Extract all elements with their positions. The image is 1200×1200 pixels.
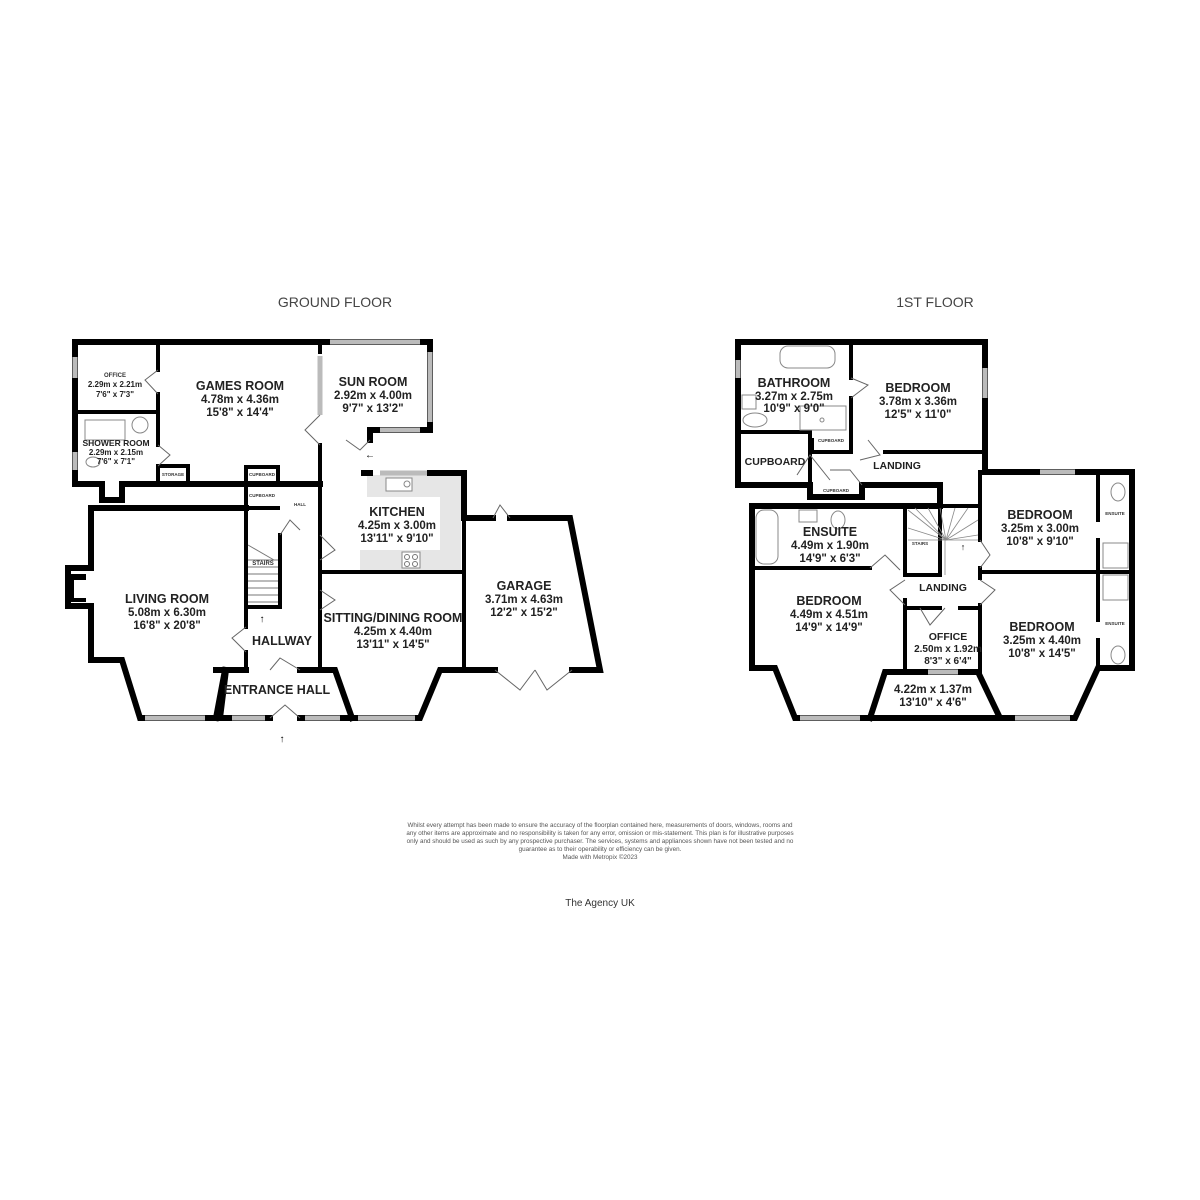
room-name: BEDROOM xyxy=(885,381,950,395)
room-name: ENSUITE xyxy=(803,525,857,539)
room-imperial: 14'9" x 14'9" xyxy=(795,622,863,634)
room-imperial: 8'3" x 6'4" xyxy=(924,656,972,667)
room-name: OFFICE xyxy=(929,631,968,643)
room-metric: 2.50m x 1.92m xyxy=(914,644,982,655)
svg-text:←: ← xyxy=(365,450,375,461)
room-name: BEDROOM xyxy=(1009,620,1074,634)
room-name: SUN ROOM xyxy=(339,375,408,389)
room-metric: 4.49m x 1.90m xyxy=(791,540,869,552)
room-name: KITCHEN xyxy=(369,505,425,519)
ff-cupboard-small-1: CUPBOARD xyxy=(818,438,845,443)
room-bedroom-4: BEDROOM 3.25m x 4.40m 10'8" x 14'5" xyxy=(1003,620,1081,660)
room-metric: 2.29m x 2.21m xyxy=(88,380,142,389)
room-shower-room: SHOWER ROOM 2.29m x 2.15m 7'6" x 7'1" xyxy=(82,438,149,466)
room-bedroom-1: BEDROOM 3.78m x 3.36m 12'5" x 11'0" xyxy=(879,381,957,421)
room-name: GARAGE xyxy=(497,579,552,593)
room-metric: 4.25m x 3.00m xyxy=(358,520,436,532)
room-entrance-hall: ENTRANCE HALL xyxy=(224,683,331,697)
room-metric: 4.22m x 1.37m xyxy=(894,684,972,696)
room-metric: 2.92m x 4.00m xyxy=(334,390,412,402)
first-floor-title: 1ST FLOOR xyxy=(896,294,974,310)
disclaimer: Whilst every attempt has been made to en… xyxy=(405,822,795,862)
room-office-ground: OFFICE 2.29m x 2.21m 7'6" x 7'3" xyxy=(88,373,142,399)
room-imperial: 10'8" x 14'5" xyxy=(1008,648,1076,660)
room-metric: 3.71m x 4.63m xyxy=(485,594,563,606)
room-imperial: 10'9" x 9'0" xyxy=(763,403,824,415)
room-bedroom-2: BEDROOM 4.49m x 4.51m 14'9" x 14'9" xyxy=(790,594,868,634)
room-imperial: 15'8" x 14'4" xyxy=(206,407,274,419)
room-bathroom: BATHROOM 3.27m x 2.75m 10'9" x 9'0" xyxy=(755,376,833,415)
made-with: Made with Metropix ©2023 xyxy=(562,854,638,861)
room-landing-upper: LANDING xyxy=(873,460,921,472)
room-name: OFFICE xyxy=(104,373,126,379)
cupboard-label-2: CUPBOARD xyxy=(249,493,276,498)
ensuite-small-label-1: ENSUITE xyxy=(1105,511,1125,516)
room-imperial: 14'9" x 6'3" xyxy=(799,553,860,565)
room-sun-room: SUN ROOM 2.92m x 4.00m 9'7" x 13'2" xyxy=(334,375,412,415)
room-name: SHOWER ROOM xyxy=(82,438,149,448)
hall-label: HALL xyxy=(294,502,306,507)
room-imperial: 12'5" x 11'0" xyxy=(885,409,952,421)
room-imperial: 13'11" x 9'10" xyxy=(360,533,433,545)
svg-text:↑: ↑ xyxy=(280,734,285,745)
room-living-room: LIVING ROOM 5.08m x 6.30m 16'8" x 20'8" xyxy=(125,592,209,632)
room-cupboard-large: CUPBOARD xyxy=(745,456,806,468)
ground-floor-title: GROUND FLOOR xyxy=(278,294,392,310)
room-metric: 3.25m x 3.00m xyxy=(1001,523,1079,535)
ff-cupboard-small-2: CUPBOARD xyxy=(823,488,850,493)
room-imperial: 7'6" x 7'3" xyxy=(96,390,134,399)
agency-credit: The Agency UK xyxy=(565,898,635,909)
room-metric: 4.49m x 4.51m xyxy=(790,609,868,621)
room-imperial: 16'8" x 20'8" xyxy=(133,620,201,632)
room-garage: GARAGE 3.71m x 4.63m 12'2" x 15'2" xyxy=(485,579,563,619)
room-metric: 4.78m x 4.36m xyxy=(201,394,279,406)
room-ensuite-main: ENSUITE 4.49m x 1.90m 14'9" x 6'3" xyxy=(791,525,869,565)
stairs-label: STAIRS xyxy=(252,561,274,567)
room-office-first: OFFICE 2.50m x 1.92m 8'3" x 6'4" xyxy=(914,631,982,667)
room-imperial: 10'8" x 9'10" xyxy=(1006,536,1074,548)
room-imperial: 13'10" x 4'6" xyxy=(899,697,967,709)
room-bay: 4.22m x 1.37m 13'10" x 4'6" xyxy=(894,684,972,709)
room-metric: 3.78m x 3.36m xyxy=(879,396,957,408)
storage-label: STORAGE xyxy=(162,472,184,477)
room-imperial: 9'7" x 13'2" xyxy=(342,403,403,415)
first-floor-plan: 1ST FLOOR CUPBOARD CUPBOARD xyxy=(735,294,1135,722)
room-imperial: 13'11" x 14'5" xyxy=(356,639,429,651)
room-name: BEDROOM xyxy=(1007,508,1072,522)
room-kitchen: KITCHEN 4.25m x 3.00m 13'11" x 9'10" xyxy=(358,505,436,545)
room-metric: 5.08m x 6.30m xyxy=(128,607,206,619)
room-name: BEDROOM xyxy=(796,594,861,608)
svg-text:↑: ↑ xyxy=(961,542,966,552)
room-games-room: GAMES ROOM 4.78m x 4.36m 15'8" x 14'4" xyxy=(196,379,284,419)
room-metric: 4.25m x 4.40m xyxy=(354,626,432,638)
room-name: GAMES ROOM xyxy=(196,379,284,393)
room-bedroom-3: BEDROOM 3.25m x 3.00m 10'8" x 9'10" xyxy=(1001,508,1079,548)
disclaimer-text: Whilst every attempt has been made to en… xyxy=(406,822,794,853)
room-name: SITTING/DINING ROOM xyxy=(324,611,463,625)
room-name: BATHROOM xyxy=(758,376,831,390)
room-imperial: 12'2" x 15'2" xyxy=(490,607,558,619)
room-metric: 3.25m x 4.40m xyxy=(1003,635,1081,647)
room-metric: 3.27m x 2.75m xyxy=(755,391,833,403)
room-metric: 2.29m x 2.15m xyxy=(89,448,143,457)
room-hallway: HALLWAY xyxy=(252,634,313,648)
ground-floor-plan: GROUND FLOOR STORAGE xyxy=(65,294,604,745)
room-landing-lower: LANDING xyxy=(919,582,967,594)
ff-stairs-label: STAIRS xyxy=(912,541,928,546)
room-name: LIVING ROOM xyxy=(125,592,209,606)
room-sitting-dining: SITTING/DINING ROOM 4.25m x 4.40m 13'11"… xyxy=(324,611,463,651)
svg-text:↑: ↑ xyxy=(260,614,265,625)
ensuite-small-label-2: ENSUITE xyxy=(1105,621,1125,626)
room-imperial: 7'6" x 7'1" xyxy=(97,457,135,466)
cupboard-label-1: CUPBOARD xyxy=(249,472,276,477)
